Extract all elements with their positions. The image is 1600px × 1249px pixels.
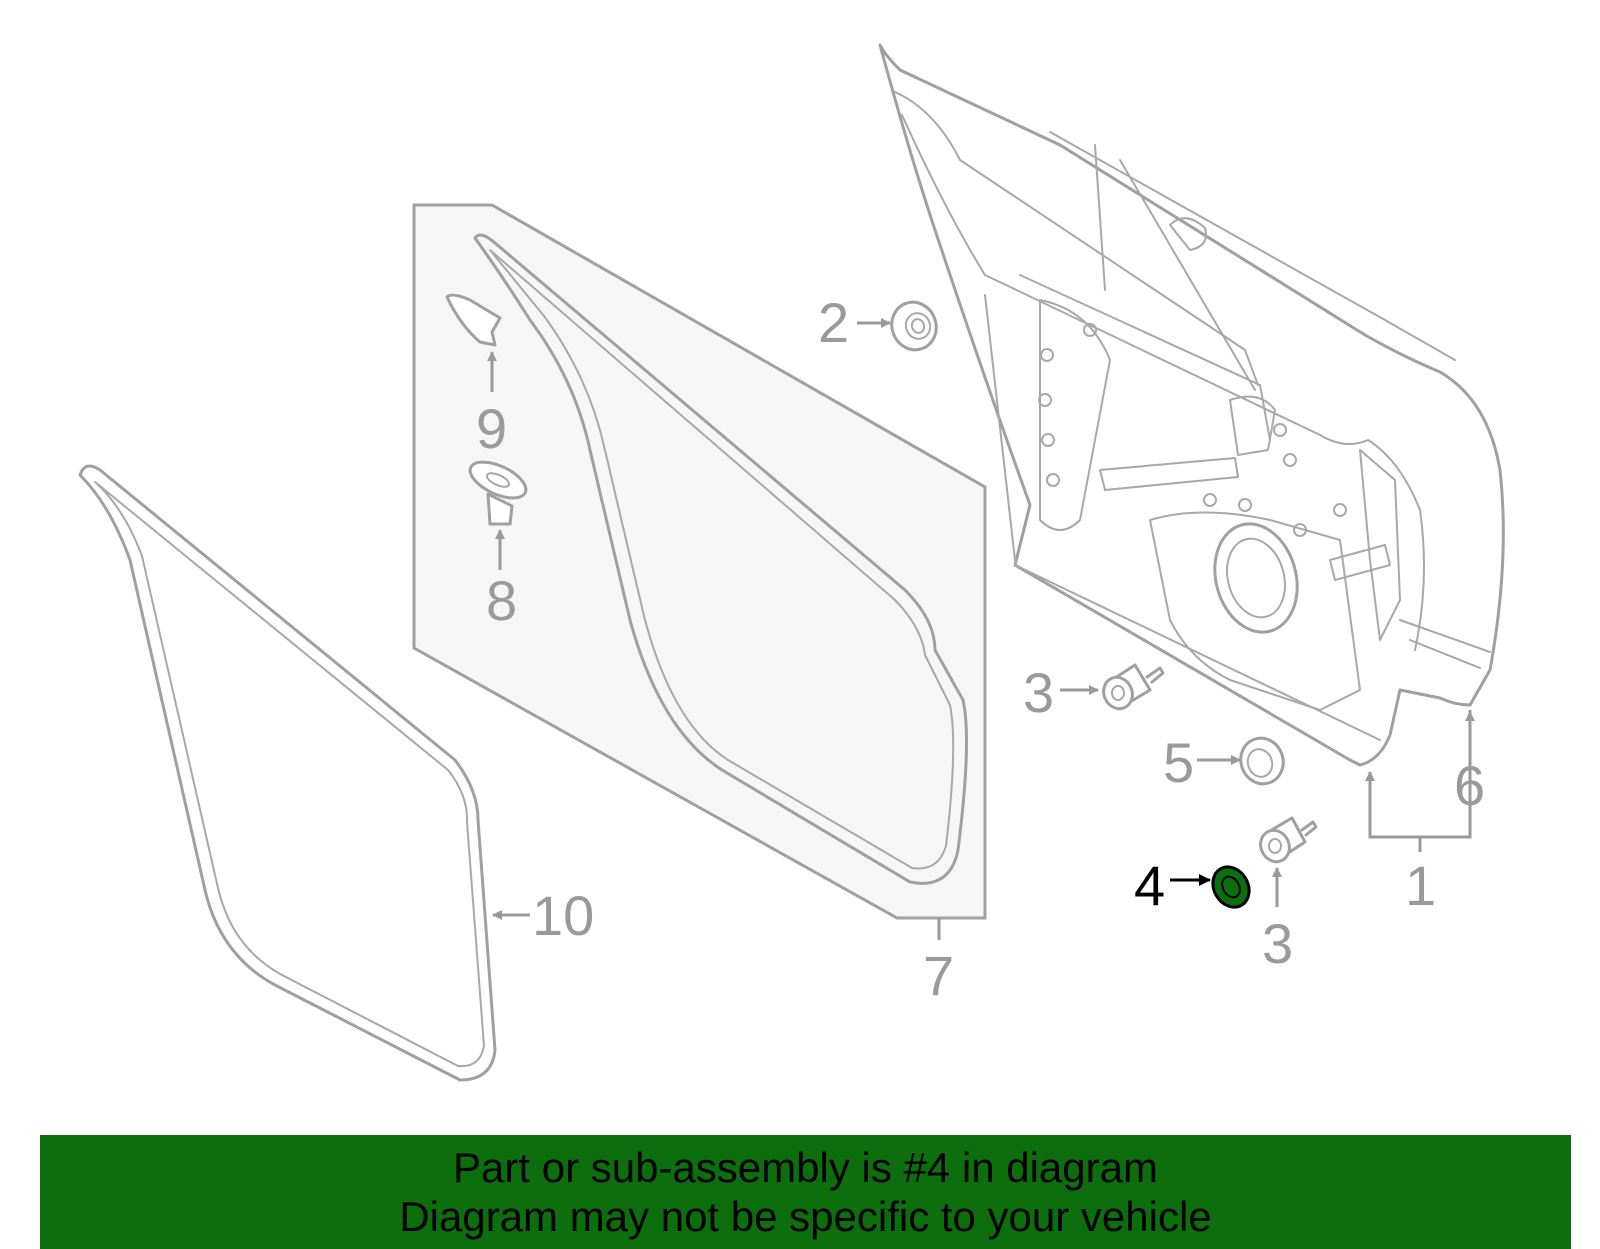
- callout-3-lower[interactable]: 3: [1262, 912, 1293, 975]
- callout-leaders: [487, 318, 1475, 940]
- callout-10[interactable]: 10: [532, 884, 594, 947]
- part-5-plug[interactable]: [1234, 732, 1289, 790]
- callout-3-upper[interactable]: 3: [1023, 661, 1054, 724]
- info-banner: Part or sub-assembly is #4 in diagram Di…: [40, 1135, 1571, 1249]
- callout-4[interactable]: 4: [1134, 854, 1165, 917]
- callout-9[interactable]: 9: [476, 397, 507, 460]
- part-3-stud-upper[interactable]: [1099, 663, 1165, 713]
- part-7-seal-panel[interactable]: [412, 203, 987, 920]
- callout-6[interactable]: 6: [1454, 754, 1485, 817]
- banner-line-2: Diagram may not be specific to your vehi…: [399, 1193, 1212, 1240]
- part-1-door-shell[interactable]: [878, 43, 1505, 767]
- banner-line-1: Part or sub-assembly is #4 in diagram: [453, 1144, 1158, 1191]
- callout-7[interactable]: 7: [923, 944, 954, 1007]
- callout-labels: 2 9 8 10 7 3 5 6 1 4 3: [476, 291, 1485, 1007]
- part-2-grommet[interactable]: [885, 296, 943, 356]
- callout-2[interactable]: 2: [818, 291, 849, 354]
- callout-5[interactable]: 5: [1163, 731, 1194, 794]
- part-3-stud-lower[interactable]: [1256, 816, 1318, 866]
- part-9-clip[interactable]: [445, 293, 502, 347]
- part-8-fastener[interactable]: [465, 455, 531, 526]
- part-4-plug-highlighted[interactable]: [1206, 860, 1256, 913]
- callout-8[interactable]: 8: [486, 569, 517, 632]
- part-10-weatherstrip[interactable]: [78, 464, 497, 1082]
- callout-1[interactable]: 1: [1405, 854, 1436, 917]
